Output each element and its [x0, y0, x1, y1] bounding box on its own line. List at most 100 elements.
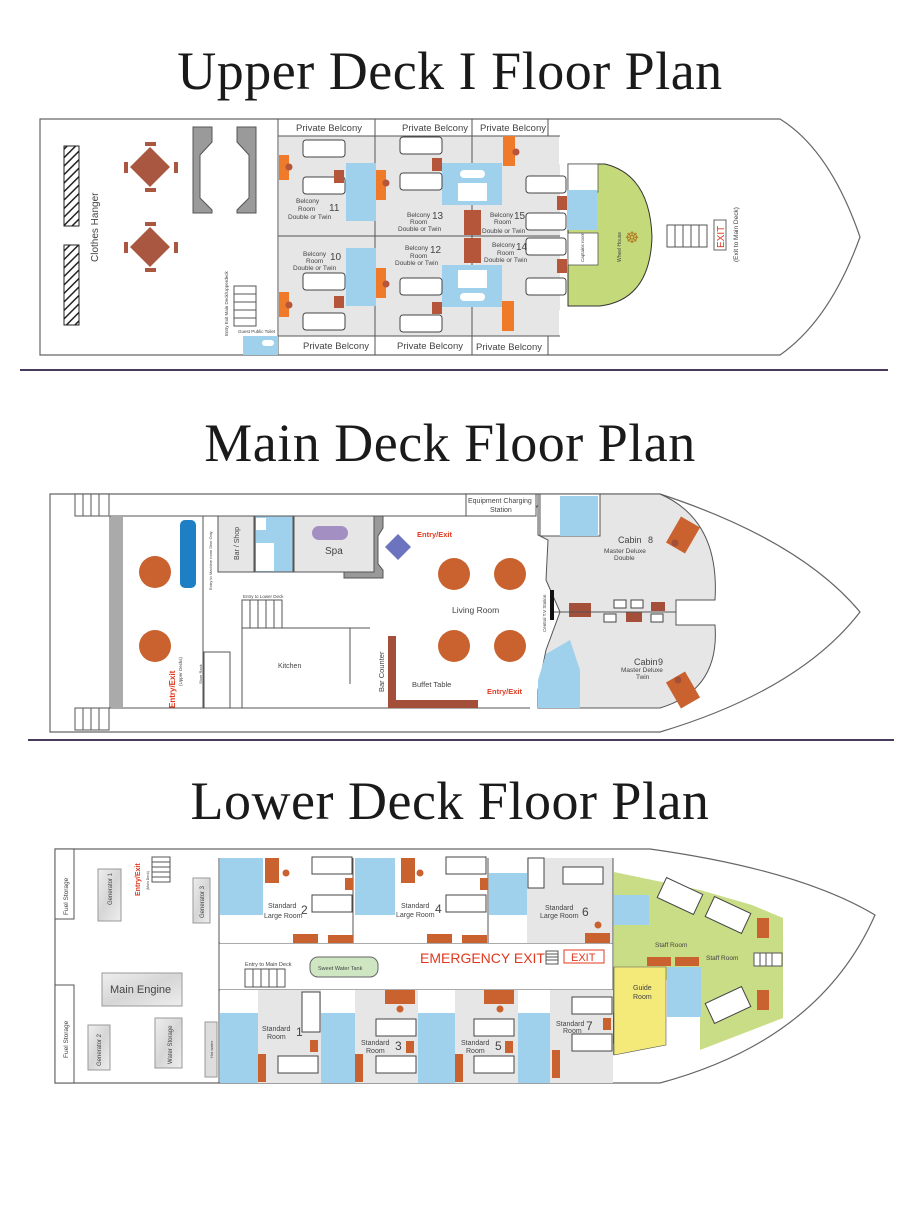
svg-text:Master Deluxe: Master Deluxe	[621, 667, 663, 674]
clothes-hanger-label: Clothes Hanger	[90, 192, 101, 262]
upper-room-11: Belcony 11 Room Double or Twin	[288, 198, 340, 221]
svg-text:Room: Room	[563, 1028, 582, 1035]
entry-exit-lower: Entry/Exit	[135, 863, 142, 896]
central-tv-label: Central T.V Station	[542, 594, 547, 632]
water-storage-label: Water Storage	[168, 1025, 174, 1064]
svg-text:Double or Twin: Double or Twin	[288, 214, 332, 221]
captains-room-label: Captains room	[580, 232, 585, 262]
svg-text:Room: Room	[366, 1048, 385, 1055]
guide-room	[613, 966, 667, 1056]
svg-text:Large Room: Large Room	[264, 913, 303, 920]
svg-text:Double: Double	[614, 555, 635, 562]
generator-2	[87, 1024, 111, 1071]
central-tv	[550, 590, 554, 620]
equipment-station-label-1: Equipment Charging	[468, 498, 532, 505]
svg-text:Belcony: Belcony	[407, 212, 431, 219]
buffet-table-label: Buffet Table	[412, 680, 451, 689]
staff-room-label-1: Staff Room	[655, 942, 687, 949]
bar-counter-label: Bar Counter	[377, 651, 386, 692]
svg-text:Cabin: Cabin	[634, 657, 658, 667]
svg-text:Room: Room	[267, 1034, 286, 1041]
svg-text:Room: Room	[466, 1048, 485, 1055]
fridge-unit	[180, 520, 196, 588]
svg-text:Standard: Standard	[268, 903, 297, 910]
living-room-label: Living Room	[452, 605, 499, 615]
upper-room-15: Belcony 15 Room Double or Twin	[482, 211, 526, 235]
cabin-9-label: Cabin 9 Master Deluxe Twin	[621, 657, 663, 681]
balcony-label-5: Private Belcony	[397, 341, 463, 352]
lounger-1	[192, 126, 213, 214]
stern-stairs	[74, 493, 110, 731]
upper-room-10: Belcony 10 Room Double or Twin	[293, 251, 342, 272]
svg-text:Room: Room	[410, 219, 427, 226]
svg-text:Large Room: Large Room	[540, 913, 579, 920]
entry-exit-lower-note: (Main Deck)	[146, 871, 150, 890]
svg-text:Standard: Standard	[545, 905, 574, 912]
upper-deck-plan: Clothes Hanger Entry Exit Main Deck/Uppe…	[39, 118, 861, 356]
balcony-label-2: Private Belcony	[402, 123, 468, 134]
emergency-stairs-icon	[545, 950, 559, 965]
emergency-exit-label: EMERGENCY EXIT	[420, 950, 545, 966]
svg-text:3: 3	[395, 1039, 402, 1053]
svg-text:7: 7	[586, 1019, 593, 1033]
svg-text:6: 6	[582, 905, 589, 919]
guest-toilet	[243, 336, 278, 355]
entry-main-deck-label: Entry to Main Deck	[245, 962, 292, 968]
svg-text:Standard: Standard	[556, 1021, 585, 1028]
wheel-house-label: Wheel House	[617, 232, 623, 262]
main-engine	[101, 972, 183, 1007]
separator-2	[28, 739, 894, 741]
svg-text:Double or Twin: Double or Twin	[398, 226, 442, 233]
fuel-storage-label-2: Fuel Storage	[63, 1020, 70, 1058]
staff-room-label-2: Staff Room	[706, 955, 738, 962]
spa-tub	[312, 526, 348, 540]
clothes-hanger-rack-1	[63, 145, 80, 227]
main-engine-label: Main Engine	[110, 984, 171, 996]
fuel-storage-2	[54, 984, 75, 1084]
svg-text:Double or Twin: Double or Twin	[482, 228, 526, 235]
hot-water-tank	[204, 1021, 218, 1078]
balcony-label-6: Private Belcony	[476, 342, 542, 353]
beds-upper	[302, 136, 567, 333]
svg-text:Standard: Standard	[361, 1040, 390, 1047]
water-storage	[154, 1017, 183, 1069]
equipment-station-label-2: Station	[490, 507, 512, 514]
svg-text:Room: Room	[494, 219, 511, 226]
svg-text:Standard: Standard	[461, 1040, 490, 1047]
spa-room	[293, 515, 375, 573]
svg-text:1: 1	[296, 1025, 303, 1039]
svg-text:Standard: Standard	[401, 903, 430, 910]
shoe-rack-label: Shoe Rack	[198, 664, 203, 684]
exit-stairs-upper	[666, 224, 708, 248]
svg-text:Cabin: Cabin	[618, 535, 642, 545]
table-stern-2	[139, 630, 171, 662]
entry-lower-deck-label: Entry to Lower Deck	[243, 594, 284, 599]
balcony-label-4: Private Belcony	[303, 341, 369, 352]
guide-room-label-1: Guide	[633, 985, 652, 992]
spa-label: Spa	[325, 546, 343, 557]
generator-3-label: Generator 3	[200, 885, 206, 918]
entry-stairs-main	[244, 968, 286, 988]
fuel-storage-1	[54, 848, 75, 920]
svg-text:15: 15	[514, 211, 526, 222]
upper-decks-note: (Upper Decks)	[178, 656, 183, 686]
svg-text:Belcony: Belcony	[490, 212, 514, 219]
svg-text:Room: Room	[497, 250, 514, 257]
separator-1	[20, 369, 888, 371]
svg-text:8: 8	[648, 535, 653, 545]
svg-text:Room: Room	[298, 206, 315, 213]
svg-text:Belcony: Belcony	[296, 198, 320, 205]
clothes-hanger-rack-2	[63, 244, 80, 326]
svg-text:Belcony: Belcony	[492, 242, 516, 249]
balcony-label-3: Private Belcony	[480, 123, 546, 134]
diamond-feature	[385, 534, 411, 560]
ships-wheel-icon: ☸	[625, 230, 639, 247]
sweet-water-tank	[309, 956, 379, 978]
fuel-storage-label-1: Fuel Storage	[63, 877, 70, 915]
cabin-8-label: Cabin 8 Master Deluxe Double	[604, 535, 653, 562]
